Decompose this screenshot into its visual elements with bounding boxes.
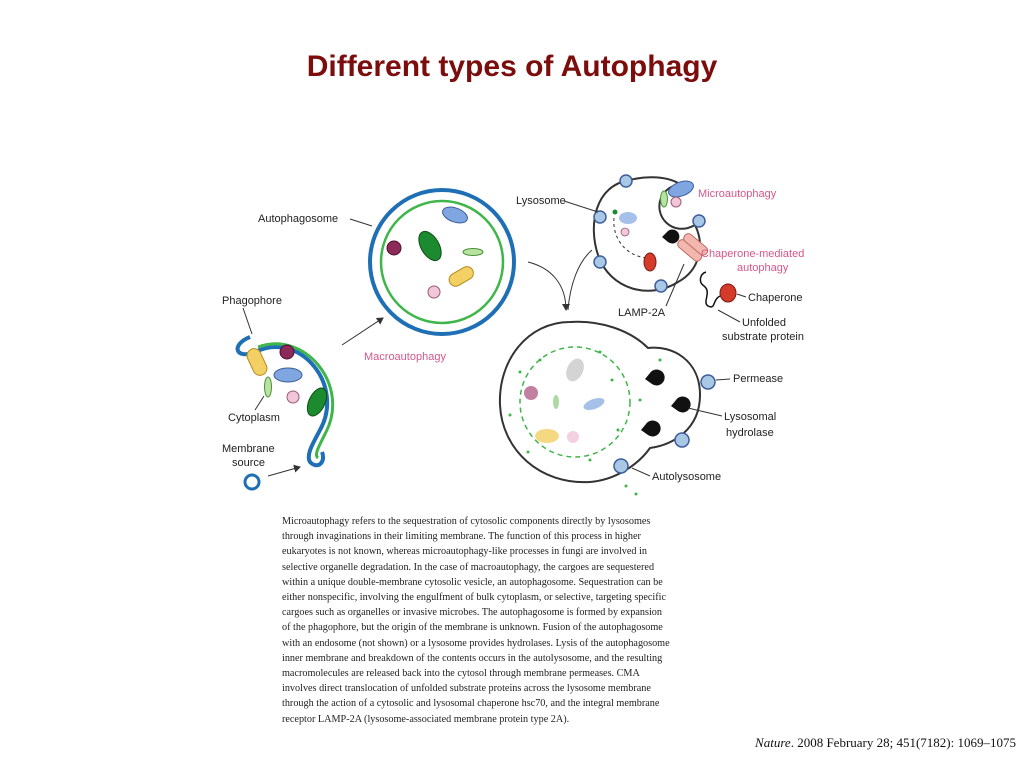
- label-hydrolase-line2: hydrolase: [726, 427, 774, 439]
- label-autophagosome: Autophagosome: [258, 213, 338, 225]
- macroautophagy-arrow: [341, 317, 384, 346]
- label-microautophagy: Microautophagy: [698, 188, 777, 200]
- label-lysosome: Lysosome: [516, 195, 566, 207]
- caption-line: within a unique double-membrane cytosoli…: [282, 576, 663, 588]
- autophagosome-cargo: [386, 206, 484, 299]
- autolysosome-permeases: [613, 374, 716, 474]
- label-chaperone: Chaperone: [748, 292, 802, 304]
- caption-line: eukaryotes is not known, whereas microau…: [282, 546, 647, 558]
- caption-line: involves direct translocation of unfolde…: [282, 683, 651, 695]
- caption-line: either nonspecific, involving the engulf…: [282, 592, 666, 604]
- label-permease: Permease: [733, 373, 783, 385]
- label-cma-line1: Chaperone-mediated: [701, 248, 804, 260]
- slide-title: Different types of Autophagy: [306, 50, 718, 83]
- caption-line: cargoes such as organelles or invasive m…: [282, 607, 662, 619]
- caption-line: through invaginations in their limiting …: [282, 531, 641, 543]
- citation-details: . 2008 February 28; 451(7182): 1069–1075: [790, 735, 1016, 750]
- caption-line: through the action of a cytosolic and ly…: [282, 698, 660, 710]
- figure-caption: Microautophagy refers to the sequestrati…: [282, 514, 768, 727]
- lysosome-permeases: [593, 174, 706, 293]
- caption-line: macromolecules are released back into th…: [282, 668, 640, 680]
- lamp2a-receptor: [677, 233, 709, 262]
- membrane-source-vesicle: [243, 473, 261, 491]
- label-autolysosome: Autolysosome: [652, 471, 721, 483]
- label-hydrolase-line1: Lysosomal: [724, 411, 776, 423]
- label-macroautophagy: Macroautophagy: [364, 351, 446, 363]
- label-phagophore: Phagophore: [222, 295, 282, 307]
- phagophore-cargo: [246, 344, 328, 417]
- label-unfolded-line1: Unfolded: [742, 317, 786, 329]
- label-membrane-source-line2: source: [232, 457, 265, 469]
- caption-line: inner membrane and breakdown of the cont…: [282, 652, 663, 664]
- caption-line: receptor LAMP-2A (lysosome-associated me…: [282, 713, 570, 725]
- autolysosome-degraded-cargo: [524, 358, 605, 443]
- label-unfolded-line2: substrate protein: [722, 331, 804, 343]
- microautophagy-invagination-cargo: [660, 180, 694, 208]
- caption-line: of the phagophore, but the origin of the…: [282, 622, 663, 634]
- label-lamp2a: LAMP-2A: [618, 307, 666, 319]
- caption-line: with an endosome (not shown) or a lysoso…: [282, 637, 670, 649]
- label-cytoplasm: Cytoplasm: [228, 412, 280, 424]
- membrane-source-arrow: [267, 464, 301, 477]
- autolysosome-hydrolases: [641, 369, 691, 437]
- label-cma-line2: autophagy: [737, 262, 789, 274]
- caption-line: selective organelle degradation. In the …: [282, 561, 655, 573]
- label-membrane-source-line1: Membrane: [222, 443, 275, 455]
- citation-journal: Nature: [755, 735, 791, 750]
- macro-to-autolysosome-arrow: [527, 261, 570, 311]
- caption-line: Microautophagy refers to the sequestrati…: [282, 516, 651, 527]
- lysosome-to-autolysosome-arrow: [567, 249, 593, 311]
- autolysosome-dots: [508, 350, 662, 496]
- autophagosome: [368, 188, 516, 336]
- citation: Nature. 2008 February 28; 451(7182): 106…: [755, 735, 1016, 751]
- lysosome-contents: [612, 209, 680, 272]
- chaperone-with-substrate: [699, 271, 737, 308]
